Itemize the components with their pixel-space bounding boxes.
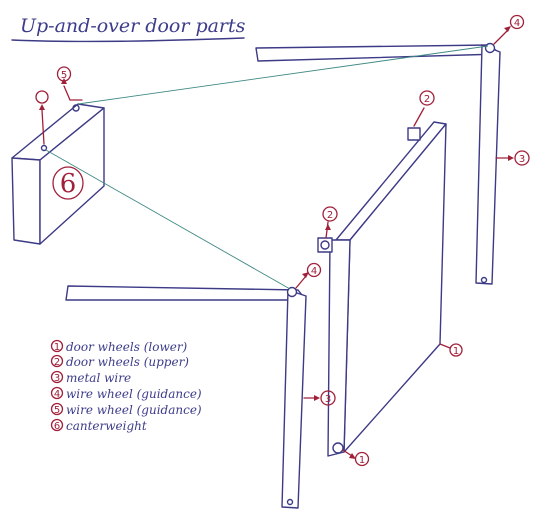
counterweight-front	[11, 157, 41, 245]
title-underline	[11, 37, 245, 43]
wire-wheel-box-front	[40, 144, 48, 152]
marker-2-front-label: 2	[327, 210, 333, 221]
svg-text:5: 5	[54, 405, 60, 416]
marker-1-lower: 1	[342, 449, 370, 467]
legend-item-1-text: door wheels (lower)	[66, 340, 188, 354]
wire-wheel-top-right	[484, 42, 496, 54]
counterweight-number-circle	[52, 166, 84, 200]
svg-text:3: 3	[54, 373, 60, 384]
legend-item-5: 5 wire wheel (guidance)	[50, 402, 202, 417]
marker-4-top: 4	[493, 14, 525, 45]
marker-3-right: 3	[495, 150, 530, 166]
marker-2-back: 2	[413, 90, 435, 127]
metal-wire-upper	[77, 45, 489, 105]
marker-3-left-label: 3	[325, 394, 331, 405]
metal-wire-lower	[45, 149, 291, 290]
svg-text:6: 6	[54, 421, 60, 432]
rail-right-horizontal	[255, 44, 501, 62]
legend-item-2-text: door wheels (upper)	[66, 355, 189, 369]
counterweight-number: 6	[60, 169, 77, 199]
marker-5: 5	[56, 66, 83, 101]
svg-text:4: 4	[54, 389, 60, 400]
rail-left-vertical	[281, 289, 307, 509]
door-panel	[317, 121, 447, 457]
marker-4-top-label: 4	[514, 18, 520, 29]
upper-door-wheel	[320, 240, 330, 250]
legend-item-4: 4 wire wheel (guidance)	[50, 386, 202, 401]
legend-item-3-text: metal wire	[66, 371, 131, 385]
lower-door-wheel	[332, 442, 344, 454]
svg-text:2: 2	[54, 357, 60, 368]
marker-1-lower-label: 1	[359, 455, 365, 466]
legend-item-3: 3 metal wire	[50, 370, 131, 385]
legend-item-4-text: wire wheel (guidance)	[66, 387, 202, 401]
rail-end-wheel-right	[480, 276, 488, 284]
legend-item-6: 6 canterweight	[50, 418, 147, 433]
marker-2-front: 2	[322, 206, 338, 239]
marker-3-right-label: 3	[519, 154, 525, 165]
diagram-title: Up-and-over door parts	[20, 15, 246, 37]
legend-item-1: 1 door wheels (lower)	[50, 339, 188, 354]
marker-3-left: 3	[303, 390, 336, 406]
marker-1-door-label: 1	[453, 346, 459, 357]
legend-item-5-text: wire wheel (guidance)	[66, 403, 202, 417]
marker-4-lower-label: 4	[311, 266, 317, 277]
rail-right	[255, 42, 501, 285]
marker-2-back-label: 2	[424, 94, 430, 105]
counterweight-box: 6	[11, 103, 105, 245]
rail-end-wheel-left	[286, 498, 294, 506]
wire-wheel-lower-left	[286, 286, 298, 298]
rail-left	[65, 285, 307, 509]
marker-1-door: 1	[439, 343, 463, 357]
marker-6	[35, 90, 49, 145]
upper-door-wheel-bracket-back	[407, 127, 421, 141]
svg-text:1: 1	[54, 342, 60, 353]
legend-item-6-text: canterweight	[66, 419, 147, 433]
legend: 1 door wheels (lower) 2 door wheels (upp…	[50, 339, 202, 433]
upper-door-wheel-bracket	[317, 237, 333, 253]
rail-right-vertical	[475, 44, 501, 285]
legend-item-2: 2 door wheels (upper)	[50, 354, 189, 369]
marker-5-label: 5	[61, 70, 67, 81]
wire-wheel-box-top	[72, 104, 80, 112]
counterweight-side	[39, 107, 105, 245]
marker-4-lower: 4	[295, 262, 322, 289]
rail-left-horizontal	[65, 285, 307, 301]
